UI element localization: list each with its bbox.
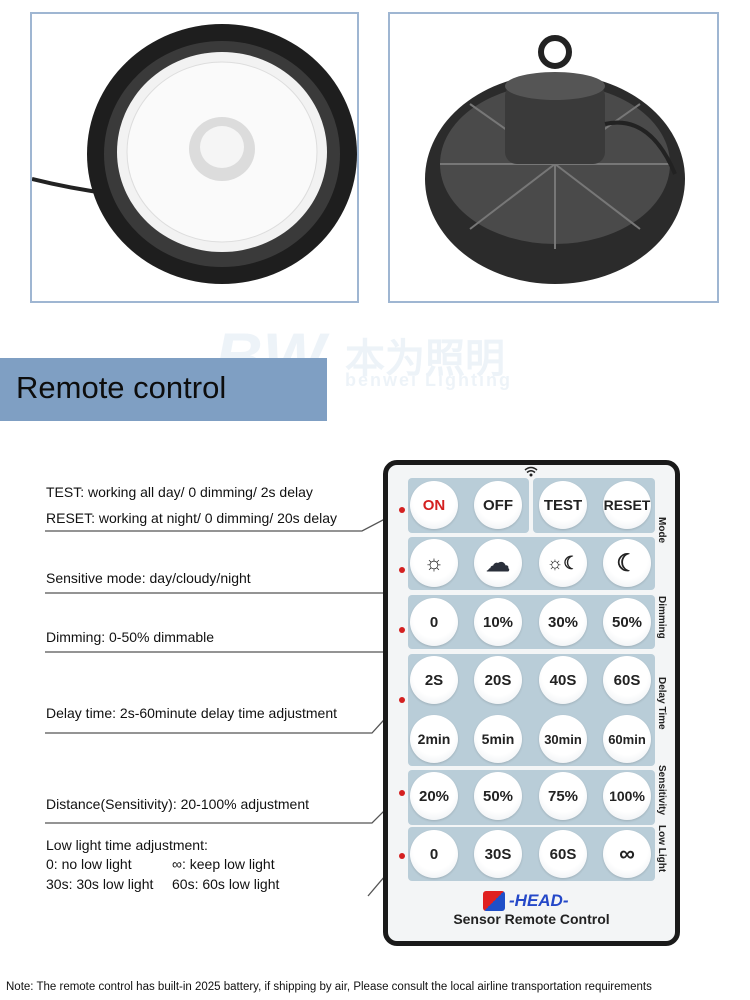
delay-2min-button[interactable]: 2min xyxy=(410,715,458,763)
low-light-label: Low Light xyxy=(656,825,667,873)
dimming-0-button[interactable]: 0 xyxy=(410,598,458,646)
low-light-30s-button[interactable]: 30S xyxy=(474,830,522,878)
sensitivity-20-button[interactable]: 20% xyxy=(410,772,458,820)
annotation-sensitive: Sensitive mode: day/cloudy/night xyxy=(46,570,251,586)
cloudy-mode-button[interactable]: ☁ xyxy=(474,539,522,587)
moon-icon: ☾ xyxy=(616,549,638,577)
dimming-50-button[interactable]: 50% xyxy=(603,598,651,646)
shipping-note: Note: The remote control has built-in 20… xyxy=(6,981,652,993)
low-light-0-button[interactable]: 0 xyxy=(410,830,458,878)
section-banner: Remote control xyxy=(0,358,327,421)
brand-name: -HEAD- xyxy=(509,891,569,910)
sensitivity-50-button[interactable]: 50% xyxy=(474,772,522,820)
annotation-test: TEST: working all day/ 0 dimming/ 2s del… xyxy=(46,484,313,500)
remote-title: Sensor Remote Control xyxy=(453,911,610,927)
annotation-low-inf: ∞: keep low light xyxy=(172,856,275,872)
watermark-chinese: 本为照明 xyxy=(345,337,505,381)
dimming-label: Dimming xyxy=(656,596,667,639)
section-title: Remote control xyxy=(16,370,227,405)
cloud-icon: ☁ xyxy=(486,549,510,577)
sensitivity-label: Sensitivity xyxy=(656,765,667,816)
dimming-10-button[interactable]: 10% xyxy=(474,598,522,646)
sun-icon: ☼ xyxy=(423,550,445,575)
day-mode-button[interactable]: ☼ xyxy=(410,539,458,587)
sensitivity-75-button[interactable]: 75% xyxy=(539,772,587,820)
delay-60s-button[interactable]: 60S xyxy=(603,656,651,704)
on-button[interactable]: ON xyxy=(410,481,458,529)
annotation-low-30: 30s: 30s low light xyxy=(46,876,154,892)
delay-5min-button[interactable]: 5min xyxy=(474,715,522,763)
annotation-low-0: 0: no low light xyxy=(46,856,132,872)
sun-moon-icon: ☼☾ xyxy=(546,552,580,573)
annotation-delay: Delay time: 2s-60minute delay time adjus… xyxy=(46,705,338,721)
delay-40s-button[interactable]: 40S xyxy=(539,656,587,704)
delay-time-label: Delay Time xyxy=(656,677,667,730)
delay-20s-button[interactable]: 20S xyxy=(474,656,522,704)
annotation-low-title: Low light time adjustment: xyxy=(46,837,208,853)
annotation-dimming: Dimming: 0-50% dimmable xyxy=(46,629,215,645)
reset-button[interactable]: RESET xyxy=(603,481,651,529)
annotation-low-60: 60s: 60s low light xyxy=(172,876,280,892)
sensitivity-100-button[interactable]: 100% xyxy=(603,772,651,820)
brand-mark-icon xyxy=(483,891,505,911)
test-button[interactable]: TEST xyxy=(539,481,587,529)
off-button[interactable]: OFF xyxy=(474,481,522,529)
watermark-english: benwei Lighting xyxy=(345,370,512,390)
low-light-infinite-button[interactable]: ∞ xyxy=(603,830,651,878)
low-light-60s-button[interactable]: 60S xyxy=(539,830,587,878)
ufo-light-back-photo xyxy=(388,12,719,303)
night-mode-button[interactable]: ☾ xyxy=(603,539,651,587)
brand-logo: -HEAD- xyxy=(483,891,569,911)
sensor-remote-control: ON OFF TEST RESET ☼ ☁ ☼☾ ☾ 0 10% 30% 50%… xyxy=(383,460,680,946)
delay-60min-button[interactable]: 60min xyxy=(603,715,651,763)
day-night-mode-button[interactable]: ☼☾ xyxy=(539,539,587,587)
delay-30min-button[interactable]: 30min xyxy=(539,715,587,763)
wifi-icon xyxy=(524,466,538,477)
ufo-light-front-photo xyxy=(30,12,359,303)
annotation-distance: Distance(Sensitivity): 20-100% adjustmen… xyxy=(46,796,310,812)
annotation-reset: RESET: working at night/ 0 dimming/ 20s … xyxy=(46,510,338,526)
mode-label: Mode xyxy=(656,517,667,544)
dimming-30-button[interactable]: 30% xyxy=(539,598,587,646)
delay-2s-button[interactable]: 2S xyxy=(410,656,458,704)
